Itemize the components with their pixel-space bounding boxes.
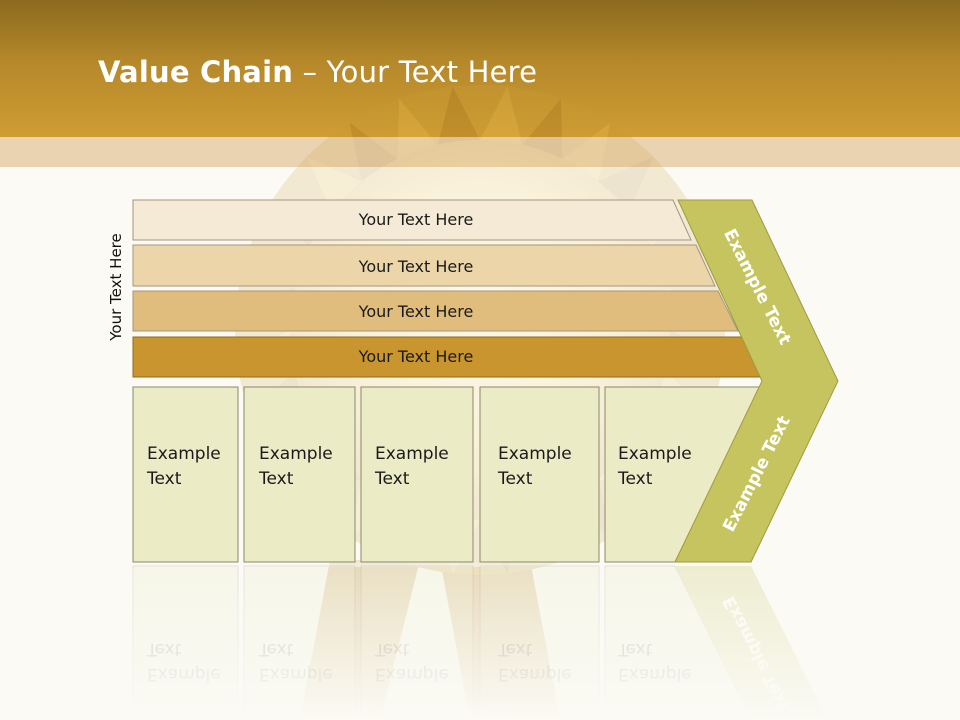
column-2-line2: Text: [258, 469, 294, 489]
column-5-line2: Text: [617, 469, 653, 489]
row-3-shape: [132, 290, 739, 332]
row-2-shape: [132, 244, 716, 287]
row-2-label: Your Text Here: [358, 257, 474, 276]
column-4-box: [479, 386, 600, 563]
margin-arrow: [674, 199, 839, 563]
row-1-shape: [132, 199, 692, 241]
title-bar: [0, 0, 960, 137]
column-1-line1: Example: [147, 444, 221, 464]
rosette-pleat: [480, 86, 523, 145]
column-3-line2: Text: [374, 469, 410, 489]
column-5-line1: Example: [618, 444, 692, 464]
column-3-line1: Example: [375, 444, 449, 464]
side-label: Your Text Here: [107, 233, 125, 341]
row-4-label: Your Text Here: [358, 347, 474, 366]
row-1-label: Your Text Here: [358, 210, 474, 229]
column-4-line1: Example: [498, 444, 572, 464]
column-2-line1: Example: [259, 444, 333, 464]
column-1-line2: Text: [146, 469, 182, 489]
column-3-box: [360, 386, 474, 563]
column-2-box: [243, 386, 356, 563]
column-4-line2: Text: [497, 469, 533, 489]
rosette-pleat: [437, 86, 480, 145]
title-bold: Value Chain: [98, 55, 294, 89]
column-1-box: [132, 386, 239, 563]
row-3-label: Your Text Here: [358, 302, 474, 321]
slide-title: Value Chain – Your Text Here: [98, 55, 537, 89]
title-rest: – Your Text Here: [293, 55, 538, 89]
reflection-fade: [0, 563, 960, 720]
